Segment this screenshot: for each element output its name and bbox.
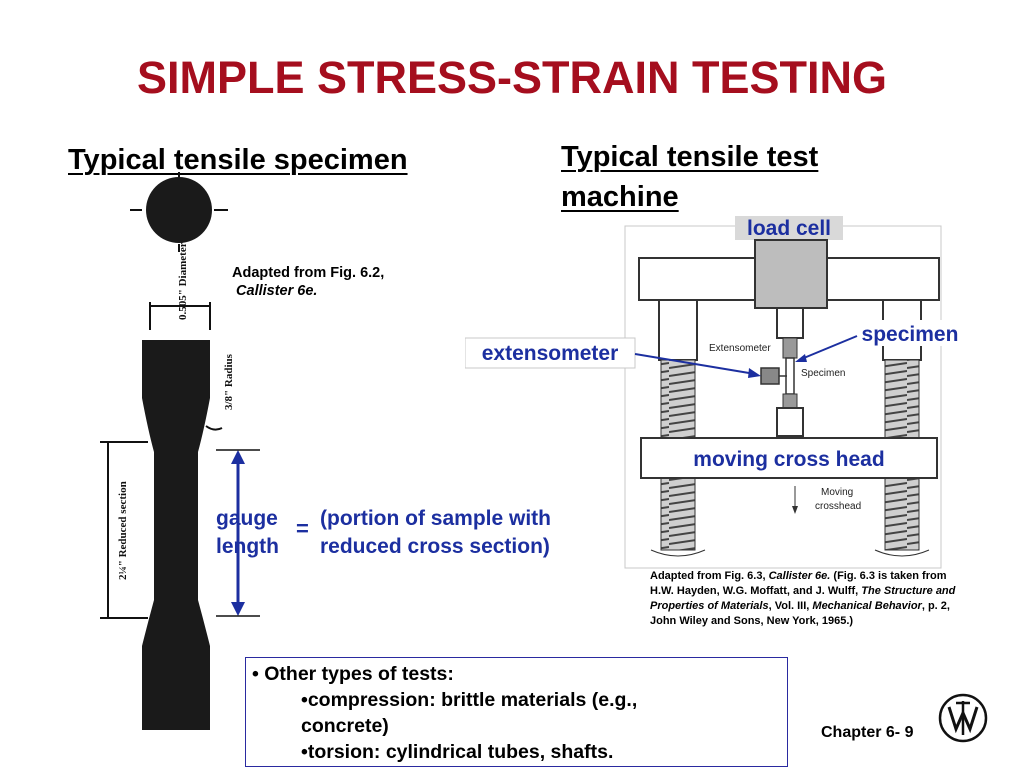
machine-caption-e: , Vol. III, xyxy=(768,600,813,612)
crosshead-label: crosshead xyxy=(815,501,861,512)
machine-heading-line1: Typical tensile test xyxy=(561,141,819,173)
chapter-footer: Chapter 6- 9 xyxy=(821,724,914,741)
machine-caption-d: The Structure and Properties of Material… xyxy=(650,585,956,612)
machine-caption: Adapted from Fig. 6.3, Callister 6e. (Fi… xyxy=(650,569,960,629)
tensile-machine-diagram: load cell Extensometer Specimen moving c… xyxy=(465,216,971,569)
other-tests-box: • Other types of tests: •compression: br… xyxy=(245,657,788,767)
gauge-term-line1: gauge xyxy=(216,507,278,530)
specimen-cross-section xyxy=(146,177,212,243)
gauge-equals: = xyxy=(296,516,309,541)
machine-caption-f: Mechanical Behavior xyxy=(812,600,922,612)
wiley-seal-icon xyxy=(938,693,988,743)
dim-diameter-label: 0.505" Diameter xyxy=(177,242,189,320)
gauge-term: gauge length xyxy=(216,505,296,561)
left-screw xyxy=(660,359,696,551)
torsion-test-item: •torsion: cylindrical tubes, shafts. xyxy=(301,741,614,763)
gauge-term-line2: length xyxy=(216,535,279,558)
gauge-definition: (portion of sample with reduced cross se… xyxy=(320,505,620,561)
machine-caption-b: Callister 6e. xyxy=(768,570,831,582)
extensometer-label: extensometer xyxy=(482,342,619,365)
compression-test-item-cont: concrete) xyxy=(301,715,389,737)
right-screw xyxy=(884,359,920,551)
specimen-heading: Typical tensile specimen xyxy=(68,140,488,180)
specimen-body xyxy=(142,340,210,730)
machine-specimen xyxy=(785,357,795,395)
extensometer-pointer xyxy=(634,353,756,375)
small-specimen-label: Specimen xyxy=(801,368,845,379)
left-column xyxy=(658,299,698,361)
cross-head-label: moving cross head xyxy=(693,448,884,471)
specimen-caption: Adapted from Fig. 6.2, Callister 6e. xyxy=(232,264,462,300)
machine-heading-line2: machine xyxy=(561,181,679,213)
load-cell-label-box xyxy=(735,216,843,240)
moving-cross-head xyxy=(640,437,938,479)
machine-caption-c: (Fig. 6.3 is taken from H.W. Hayden, W.G… xyxy=(650,570,947,597)
specimen-pointer xyxy=(798,335,858,361)
moving-label: Moving xyxy=(821,487,853,498)
gauge-length-definition: gauge length = (portion of sample with r… xyxy=(216,505,616,565)
load-cell-label: load cell xyxy=(747,217,831,240)
specimen-label: specimen xyxy=(862,323,959,346)
extensometer xyxy=(760,367,780,385)
small-extensometer-label: Extensometer xyxy=(709,343,771,354)
gauge-definition-line1: (portion of sample with xyxy=(320,507,551,530)
dim-reduced-label: 2¼" Reduced section xyxy=(117,481,129,580)
tensile-specimen-diagram: 0.505" Diameter 3/8" Radius 2¼" Reduced … xyxy=(100,172,260,730)
load-cell xyxy=(754,239,828,309)
slide-title: SIMPLE STRESS-STRAIN TESTING xyxy=(136,52,888,103)
compression-test-item: •compression: brittle materials (e.g., xyxy=(301,689,638,711)
specimen-caption-line1: Adapted from Fig. 6.2, xyxy=(232,265,385,281)
machine-caption-g: , p. 2, John Wiley and Sons, New York, 1… xyxy=(650,600,950,627)
dim-radius-label: 3/8" Radius xyxy=(223,353,235,410)
gauge-definition-line2: reduced cross section) xyxy=(320,535,550,558)
machine-caption-a: Adapted from Fig. 6.3, xyxy=(650,570,769,582)
other-tests-heading: • Other types of tests: xyxy=(252,663,454,685)
machine-heading: Typical tensile test machine xyxy=(561,137,901,217)
specimen-heading-text: Typical tensile specimen xyxy=(68,144,408,176)
specimen-caption-line2: Callister 6e. xyxy=(236,283,318,299)
